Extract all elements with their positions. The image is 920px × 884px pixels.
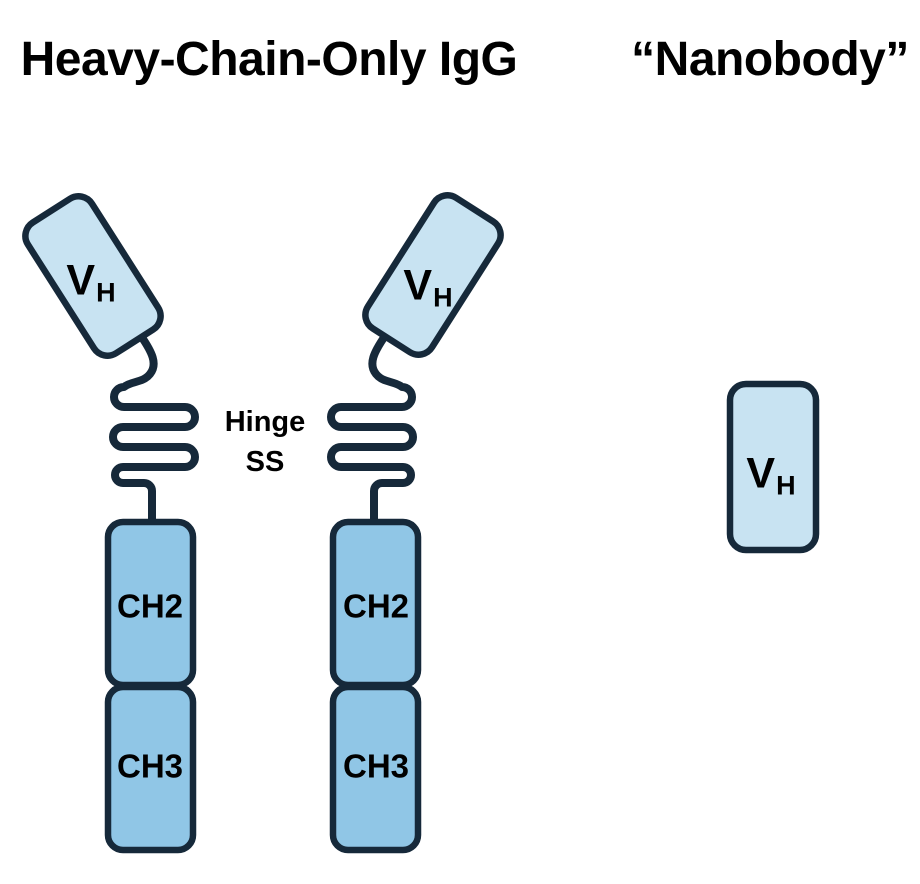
vh-label-main: V bbox=[746, 449, 776, 498]
title-nanobody: “Nanobody” bbox=[631, 33, 909, 86]
ch3-label-left: CH3 bbox=[116, 747, 184, 785]
hinge-coil-right bbox=[327, 332, 417, 525]
vh-label-subscript: H bbox=[433, 282, 453, 313]
vh-label-subscript: H bbox=[96, 277, 116, 308]
title-heavy-chain-only-igg: Heavy-Chain-Only IgG bbox=[20, 33, 518, 86]
nanobody-vh-domain bbox=[726, 380, 820, 554]
hinge-label-line2: SS bbox=[245, 446, 285, 478]
hinge-ss-label: Hinge SS bbox=[225, 402, 306, 482]
ch3-label-right: CH3 bbox=[342, 747, 410, 785]
vh-domain-right bbox=[362, 192, 504, 358]
ch2-label-right: CH2 bbox=[342, 587, 410, 625]
vh-label-main: V bbox=[66, 256, 96, 305]
vh-domain-left bbox=[22, 193, 164, 359]
ch2-label-left: CH2 bbox=[116, 587, 184, 625]
vh-label-left: VH bbox=[66, 256, 115, 306]
vh-label-main: V bbox=[403, 261, 433, 310]
vh-label-subscript: H bbox=[776, 470, 796, 501]
hinge-label-line1: Hinge bbox=[224, 406, 306, 438]
vh-label-nanobody: VH bbox=[746, 449, 795, 499]
ch3-domain-left bbox=[104, 683, 197, 854]
ch3-domain-right bbox=[329, 683, 422, 854]
vh-label-right: VH bbox=[403, 261, 452, 311]
hinge-coil-left bbox=[109, 332, 199, 525]
